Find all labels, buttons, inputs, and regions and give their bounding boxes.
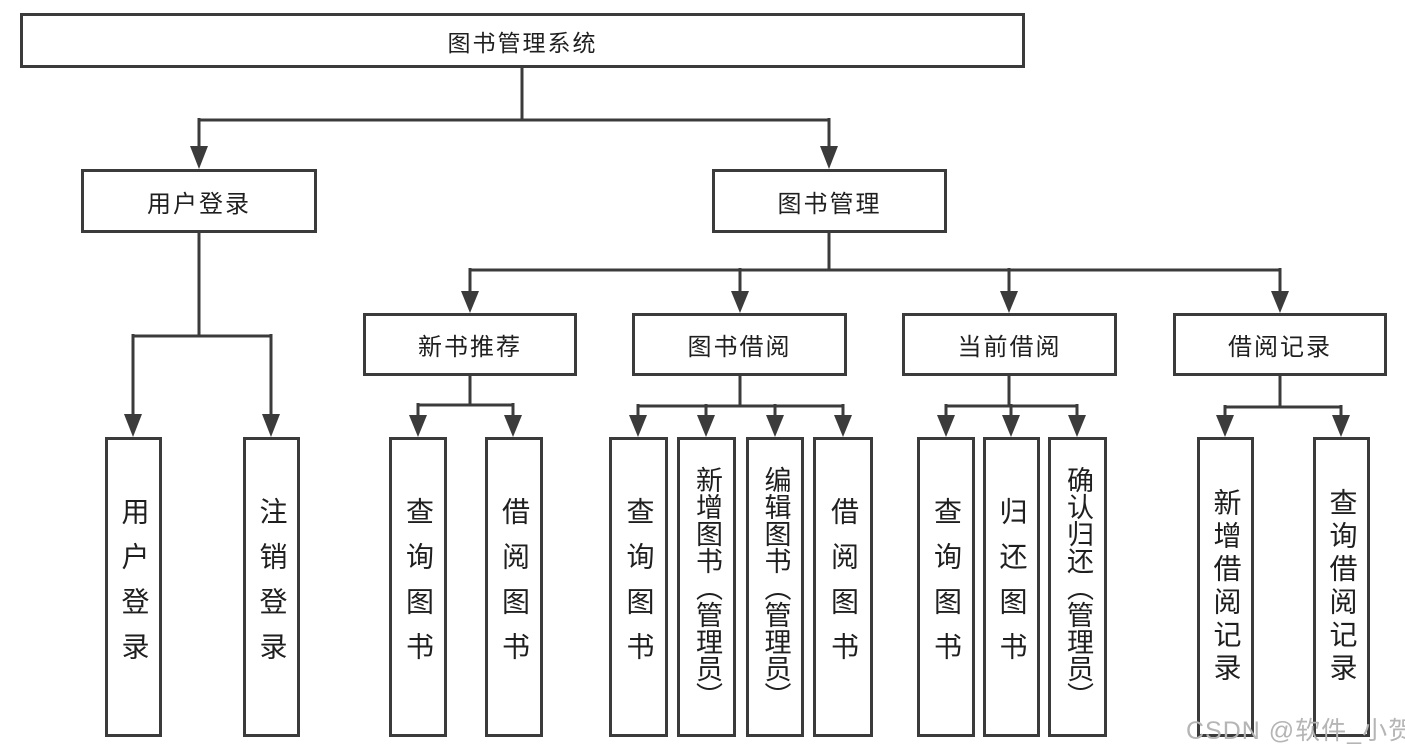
leaf-add-borrow-record: 新增借阅记录 [1197, 437, 1254, 737]
leaf-borrow-book-recommend-label: 借阅图书 [499, 497, 530, 677]
leaf-add-borrow-record-label: 新增借阅记录 [1210, 488, 1242, 686]
node-book-management-label: 图书管理 [777, 190, 882, 218]
leaf-return-book: 归还图书 [983, 437, 1040, 737]
leaf-return-book-label: 归还图书 [996, 497, 1028, 677]
node-book-borrow-label: 图书借阅 [687, 334, 792, 361]
leaf-edit-book-admin: 编辑图书（管理员） [746, 437, 804, 737]
leaf-logout-label: 注销登录 [256, 497, 288, 677]
leaf-user-login-label: 用户登录 [118, 497, 150, 677]
leaf-user-login: 用户登录 [105, 437, 162, 737]
leaf-query-book-current: 查询图书 [917, 437, 975, 737]
leaf-query-book-current-label: 查询图书 [931, 497, 962, 677]
arrowheads [124, 146, 1350, 437]
leaf-add-book-admin: 新增图书（管理员） [677, 437, 736, 737]
node-borrow-record-label: 借阅记录 [1228, 334, 1332, 361]
leaf-query-book-recommend-label: 查询图书 [403, 497, 434, 677]
leaf-query-borrow-record: 查询借阅记录 [1313, 437, 1370, 737]
node-current-borrow: 当前借阅 [902, 313, 1117, 376]
leaf-borrow-book: 借阅图书 [813, 437, 873, 737]
node-root-label: 图书管理系统 [447, 29, 598, 56]
node-new-book-recommend: 新书推荐 [363, 313, 577, 376]
leaf-add-book-admin-label: 新增图书（管理员） [692, 465, 722, 709]
leaf-borrow-book-label: 借阅图书 [828, 497, 859, 677]
node-user-login-label: 用户登录 [147, 190, 251, 218]
leaf-logout: 注销登录 [243, 437, 300, 737]
leaf-query-book-recommend: 查询图书 [389, 437, 447, 737]
node-book-management: 图书管理 [712, 169, 947, 233]
leaf-confirm-return-admin: 确认归还（管理员） [1048, 437, 1107, 737]
leaf-confirm-return-admin-label: 确认归还（管理员） [1063, 465, 1093, 709]
leaf-query-book-borrow-label: 查询图书 [623, 497, 655, 677]
node-book-borrow: 图书借阅 [632, 313, 847, 376]
leaf-query-book-borrow: 查询图书 [609, 437, 668, 737]
leaf-query-borrow-record-label: 查询借阅记录 [1326, 488, 1358, 686]
csdn-watermark: CSDN @软件_小贺同学 [1186, 717, 1405, 745]
node-current-borrow-label: 当前借阅 [957, 334, 1062, 361]
node-borrow-record: 借阅记录 [1173, 313, 1387, 376]
node-root: 图书管理系统 [20, 13, 1025, 68]
leaf-borrow-book-recommend: 借阅图书 [485, 437, 543, 737]
node-user-login: 用户登录 [81, 169, 317, 233]
node-new-book-recommend-label: 新书推荐 [418, 334, 522, 361]
leaf-edit-book-admin-label: 编辑图书（管理员） [760, 465, 791, 709]
